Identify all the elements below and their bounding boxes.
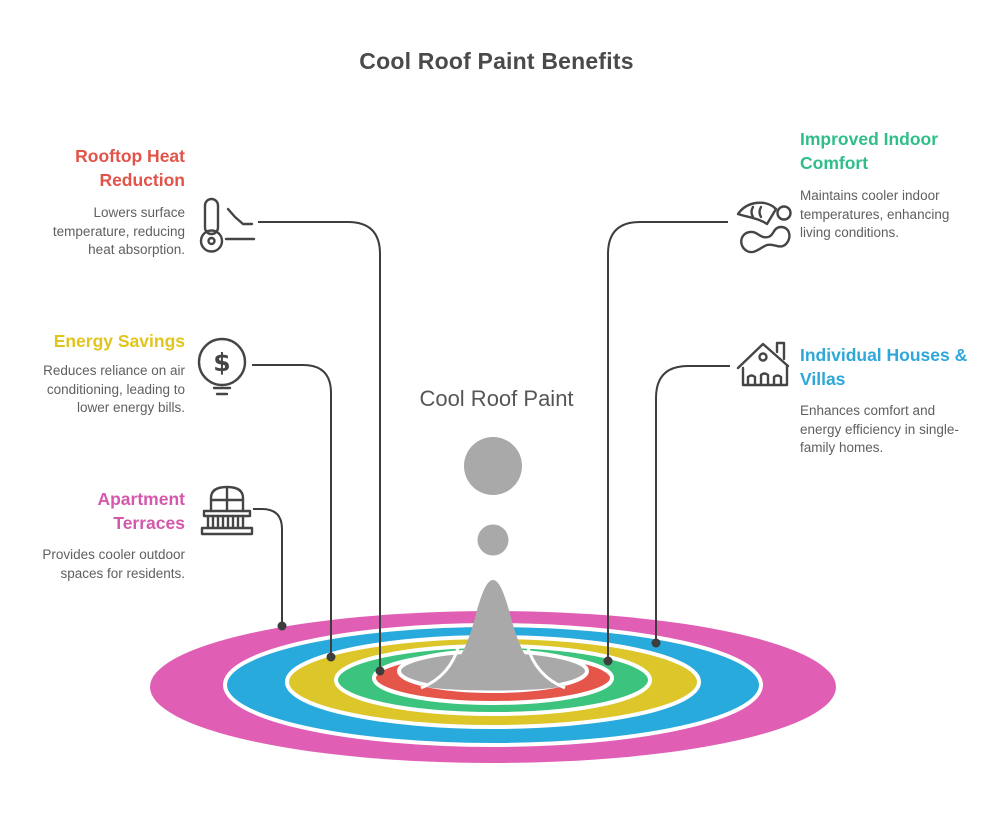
droplet-large (464, 437, 522, 495)
splash-skirt-right (525, 644, 566, 690)
splash-column (420, 580, 566, 691)
connector-energy-savings (252, 364, 332, 656)
benefit-title-apartment-terraces: Apartment Terraces (97, 489, 185, 533)
connector-rooftop-heat (258, 221, 381, 670)
benefit-title-energy-savings: Energy Savings (53, 331, 185, 351)
benefit-desc-houses-villas: Enhances comfort and energy efficiency i… (800, 403, 959, 455)
thermometer-icon (195, 196, 257, 254)
center-label: Cool Roof Paint (419, 386, 574, 411)
house-icon (735, 338, 795, 396)
benefit-desc-indoor-comfort: Maintains cooler indoor temperatures, en… (800, 188, 950, 240)
connector-dot-pink (277, 621, 287, 631)
droplet-small (477, 524, 509, 556)
person-relaxing-icon (735, 194, 793, 256)
splash-skirt-left (420, 644, 461, 690)
dollar-bulb-icon: $ (196, 336, 252, 398)
balcony-icon (198, 485, 256, 537)
connector-indoor-comfort (607, 221, 728, 660)
benefit-title-indoor-comfort: Improved Indoor Comfort (800, 129, 939, 173)
benefit-desc-apartment-terraces: Provides cooler outdoor spaces for resid… (42, 547, 185, 581)
connector-houses-villas (655, 365, 730, 642)
connector-apartment (253, 508, 283, 625)
benefit-title-rooftop-heat: Rooftop Heat Reduction (75, 146, 185, 190)
connector-dot-blue (651, 638, 661, 648)
page-title: Cool Roof Paint Benefits (359, 48, 634, 74)
svg-text:$: $ (213, 348, 230, 377)
connector-dot-green (603, 656, 613, 666)
benefit-desc-rooftop-heat: Lowers surface temperature, reducing hea… (52, 205, 185, 257)
connector-dot-red (375, 666, 385, 676)
connector-dot-yellow (326, 652, 336, 662)
benefit-title-houses-villas: Individual Houses & Villas (800, 345, 968, 389)
benefit-desc-energy-savings: Reduces reliance on air conditioning, le… (43, 363, 185, 415)
